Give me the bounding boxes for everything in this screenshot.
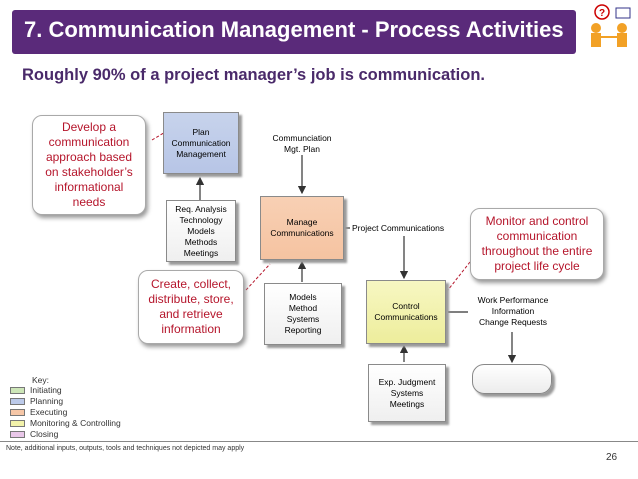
key-swatch-monitoring bbox=[10, 420, 25, 427]
title-bar bbox=[12, 10, 576, 54]
manage-tools-box: Models Method Systems Reporting bbox=[264, 283, 342, 345]
key-swatch-initiating bbox=[10, 387, 25, 394]
leader-create bbox=[245, 263, 271, 291]
callout-develop: Develop a communication approach based o… bbox=[32, 115, 146, 215]
slide-subtitle: Roughly 90% of a project manager’s job i… bbox=[22, 66, 486, 84]
key-label-planning: Planning bbox=[30, 396, 64, 406]
leader-monitor bbox=[447, 261, 471, 291]
manage-communications: Manage Communications bbox=[260, 196, 344, 260]
key-label-initiating: Initiating bbox=[30, 385, 62, 395]
plan-tools-box: Req. Analysis Technology Models Methods … bbox=[166, 200, 236, 262]
key-label-executing: Executing bbox=[30, 407, 68, 417]
key-swatch-planning bbox=[10, 398, 25, 405]
key-label-closing: Closing bbox=[30, 429, 59, 439]
key-swatch-executing bbox=[10, 409, 25, 416]
people-question-icon: ? bbox=[582, 2, 636, 56]
question-mark-glyph: ? bbox=[599, 8, 605, 19]
callout-create: Create, collect, distribute, store, and … bbox=[138, 270, 244, 344]
plan-communication-management: Plan Communication Management bbox=[163, 112, 239, 174]
key-swatch-closing bbox=[10, 431, 25, 438]
manage-output-label: Project Communications bbox=[352, 223, 445, 233]
footer-divider bbox=[0, 441, 638, 442]
footnote: Note, additional inputs, outputs, tools … bbox=[6, 445, 245, 452]
control-communications: Control Communications bbox=[366, 280, 446, 344]
callout-monitor: Monitor and control communication throug… bbox=[470, 208, 604, 280]
control-output-label: Work Performance Information Change Requ… bbox=[477, 295, 549, 327]
plan-output-label: Communciation Mgt. Plan bbox=[272, 133, 332, 154]
slide-title: 7. Communication Management - Process Ac… bbox=[24, 17, 564, 42]
key-title: Key: bbox=[32, 375, 50, 385]
control-tools-box: Exp. Judgment Systems Meetings bbox=[368, 364, 446, 422]
key-label-monitoring: Monitoring & Controlling bbox=[30, 418, 121, 428]
leader-develop bbox=[151, 127, 173, 141]
blank-terminal-box bbox=[472, 364, 552, 394]
page-number: 26 bbox=[606, 452, 618, 463]
